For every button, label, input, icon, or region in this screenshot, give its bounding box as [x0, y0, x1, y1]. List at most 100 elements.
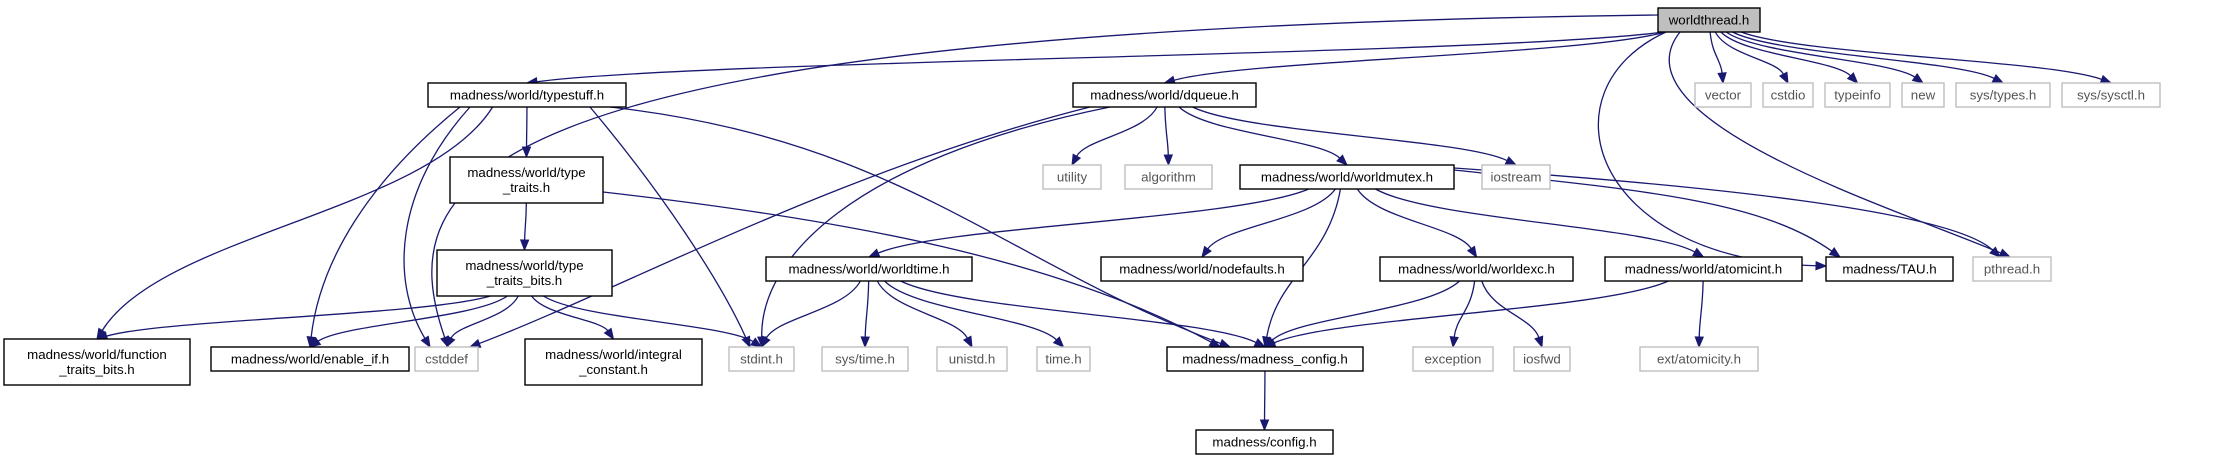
edge-arrowhead [750, 337, 763, 348]
node-worldtime[interactable]: madness/world/worldtime.h [765, 256, 973, 282]
edge-worldmutex-to-worldtime [867, 188, 1310, 258]
node-label: madness/world/typestuff.h [450, 88, 604, 103]
node-box [821, 346, 909, 372]
node-label: unistd.h [949, 352, 996, 367]
node-box [1239, 164, 1455, 190]
edge-worldmutex-to-pthread [1453, 167, 2001, 258]
node-worldexc[interactable]: madness/world/worldexc.h [1379, 256, 1574, 282]
node-worldmutex[interactable]: madness/world/worldmutex.h [1239, 164, 1455, 190]
node-label: madness/world/worldtime.h [788, 262, 949, 277]
edge-line [543, 295, 754, 343]
node-label: madness/world/function [27, 347, 167, 362]
edge-arrowhead [1692, 247, 1705, 258]
node-label: vector [1705, 88, 1742, 103]
node-label: worldthread.h [1668, 13, 1750, 28]
edge-line [1714, 31, 1784, 75]
edge-arrowhead [1466, 245, 1478, 259]
node-stdint: stdint.h [728, 346, 795, 372]
node-box [936, 346, 1008, 372]
edge-atomicint-to-extatomicity [1694, 280, 1704, 349]
node-label: time.h [1045, 352, 1081, 367]
edge-line [884, 280, 1057, 341]
node-box [1657, 7, 1761, 33]
edge-arrowhead [1534, 335, 1544, 349]
edge-arrowhead [1336, 154, 1348, 166]
edge-arrowhead [962, 335, 973, 349]
edge-atomicint-to-madnessconfig [1263, 280, 1669, 348]
edge-line [864, 280, 870, 338]
node-atomicint[interactable]: madness/world/atomicint.h [1604, 256, 1803, 282]
edge-arrowhead [308, 337, 322, 348]
node-box [728, 346, 795, 372]
edge-arrowhead [1163, 154, 1173, 167]
node-box [1042, 164, 1102, 190]
node-config[interactable]: madness/config.h [1195, 429, 1334, 455]
node-functiontraits[interactable]: madness/world/function_traits_bits.h [3, 338, 191, 386]
node-label: utility [1057, 170, 1088, 185]
edge-dqueue-to-algorithm [1163, 106, 1173, 167]
edge-line [765, 280, 861, 339]
edge-line [1720, 31, 1852, 77]
node-dqueue[interactable]: madness/world/dqueue.h [1072, 82, 1257, 108]
edge-line [1076, 106, 1158, 157]
node-label: madness/world/integral [545, 347, 682, 362]
edge-line [1709, 31, 1723, 74]
edge-arrowhead [603, 327, 615, 341]
edge-worldtime-to-stdint [760, 280, 861, 349]
node-typetraitsbits[interactable]: madness/world/type_traits_bits.h [436, 249, 613, 297]
edge-arrowhead [1815, 260, 1828, 271]
node-iostream: iostream [1481, 164, 1551, 190]
edge-typetraitsbits-to-integralconstant [531, 295, 615, 341]
nodes-layer: worldthread.h madness/world/typestuff.h ma… [3, 7, 2161, 455]
node-label: madness/world/nodefaults.h [1119, 262, 1285, 277]
node-label: madness/config.h [1212, 435, 1316, 450]
node-tau[interactable]: madness/TAU.h [1825, 256, 1954, 282]
node-box [1762, 82, 1814, 108]
node-box [1639, 346, 1759, 372]
edge-line [536, 31, 1665, 83]
edge-line [531, 295, 609, 332]
edge-line [602, 191, 1212, 343]
edge-arrowhead [1218, 338, 1232, 348]
node-typestuff[interactable]: madness/world/typestuff.h [427, 82, 627, 108]
node-typetraits[interactable]: madness/world/type_traits.h [449, 156, 604, 204]
node-box [1124, 164, 1213, 190]
edge-arrowhead [521, 146, 532, 159]
edge-arrowhead [1259, 419, 1270, 432]
node-box [427, 82, 627, 108]
edge-arrowhead [1449, 336, 1459, 349]
node-nodefaults[interactable]: madness/world/nodefaults.h [1100, 256, 1304, 282]
node-label: madness/world/worldmutex.h [1261, 170, 1433, 185]
edge-line [317, 295, 508, 342]
edge-dqueue-to-utility [1071, 106, 1158, 167]
edge-line [589, 106, 747, 339]
node-madnessconfig[interactable]: madness/madness_config.h [1166, 346, 1364, 372]
node-label: new [1911, 88, 1936, 103]
edge-dqueue-to-cstddef [468, 106, 1091, 348]
node-label: madness/world/worldexc.h [1398, 262, 1555, 277]
node-utility: utility [1042, 164, 1102, 190]
edge-root-to-cstdio [1714, 31, 1789, 85]
node-label: iosfwd [1523, 352, 1561, 367]
edge-arrowhead [1828, 247, 1842, 258]
node-unistd: unistd.h [936, 346, 1008, 372]
node-label: madness/world/type [465, 258, 583, 273]
node-box [449, 156, 604, 204]
node-label: iostream [1491, 170, 1542, 185]
node-box [1481, 164, 1551, 190]
node-integralconstant[interactable]: madness/world/integral_constant.h [524, 338, 703, 386]
node-box [1072, 82, 1257, 108]
edge-arrowhead [1846, 72, 1859, 84]
node-enableif[interactable]: madness/world/enable_if.h [210, 346, 410, 372]
edge-arrowhead [1998, 248, 2012, 258]
node-pthread: pthread.h [1972, 256, 2052, 282]
node-root[interactable]: worldthread.h [1657, 7, 1761, 33]
node-box [1036, 346, 1091, 372]
edge-worldtime-to-madnessconfig [900, 280, 1267, 348]
edge-typestuff-to-stdint [589, 106, 751, 349]
node-exception: exception [1412, 346, 1494, 372]
edge-madnessconfig-to-config [1259, 370, 1270, 432]
node-label: cstdio [1771, 88, 1806, 103]
node-box [1694, 82, 1752, 108]
